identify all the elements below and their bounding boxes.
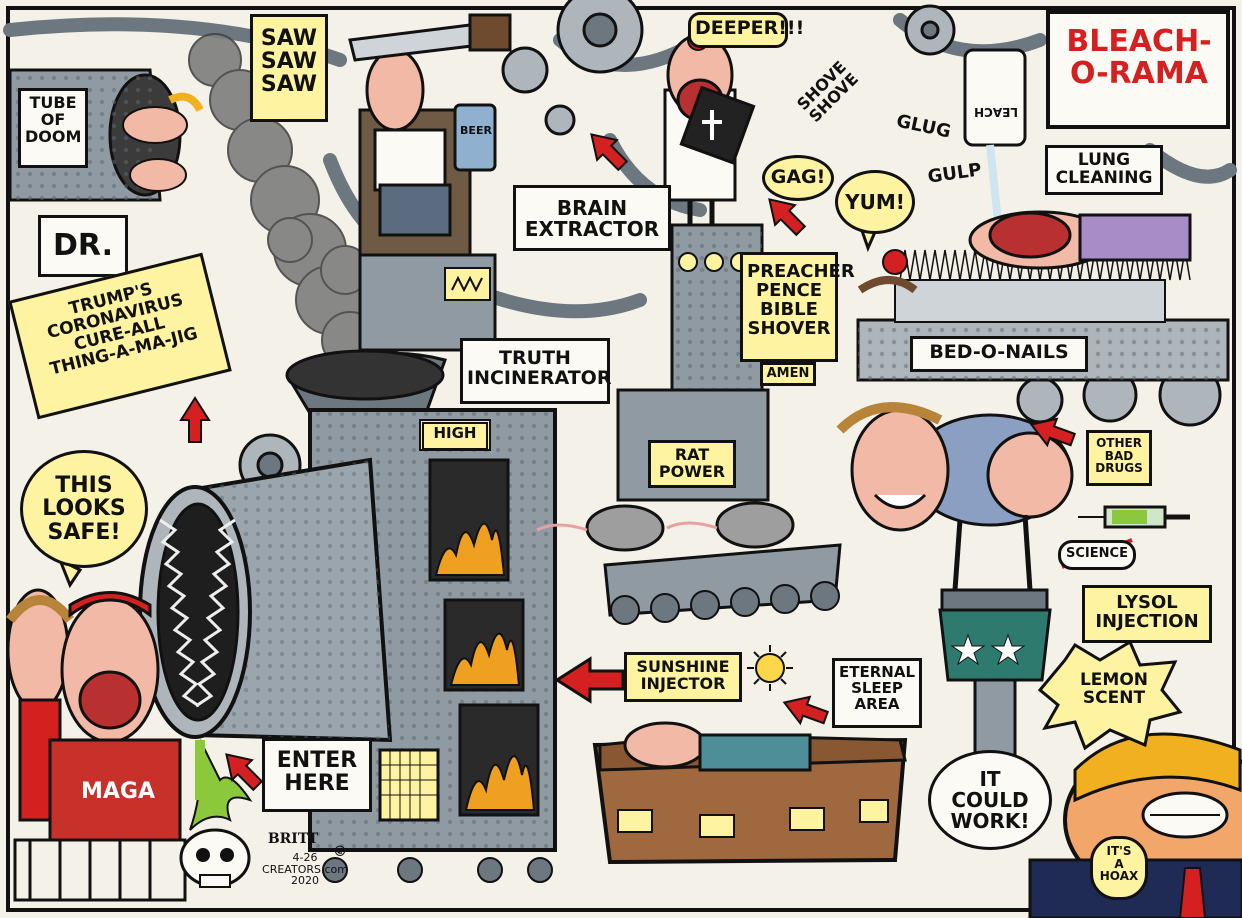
tube-of-doom-label: TUBE OF DOOM — [18, 88, 88, 168]
maga-shirt-text: MAGA — [80, 779, 155, 804]
lysol-injection-label: LYSOL INJECTION — [1082, 585, 1212, 643]
science-label: SCIENCE — [1058, 540, 1136, 570]
rat-power-label: RAT POWER — [648, 440, 736, 488]
slime-splash — [189, 739, 253, 831]
sun-icon — [747, 645, 793, 691]
bed-o-nails-label: BED-O-NAILS — [910, 336, 1088, 372]
beer-can-label: BEER — [460, 124, 492, 137]
star-icon — [950, 633, 1026, 666]
syringe-icon — [1078, 505, 1190, 529]
eternal-sleep-area-label: ETERNAL SLEEP AREA — [832, 658, 922, 728]
maga-crowd — [6, 588, 187, 902]
lemon-scent-burst — [1037, 639, 1183, 751]
lung-cleaning-label: LUNG CLEANING — [1045, 145, 1163, 195]
other-bad-drugs-label: OTHER BAD DRUGS — [1086, 430, 1152, 486]
copyright-mark: © — [333, 844, 347, 860]
coffin — [592, 721, 908, 865]
rat-icon — [536, 501, 795, 552]
flame-windows — [428, 458, 540, 817]
artist-signature: BRITT — [267, 831, 319, 847]
saw-saw-saw-label: SAW SAW SAW — [250, 14, 328, 122]
pence-figure — [663, 29, 756, 225]
high-label: HIGH — [422, 422, 488, 450]
gag-bubble: GAG! — [762, 155, 834, 201]
creators-credit: 4-26 CREATORS.com 2020 — [262, 851, 348, 888]
it-could-work-bubble: IT COULD WORK! — [928, 750, 1052, 850]
entry-cylinder — [138, 457, 393, 743]
trump-figure — [1028, 732, 1242, 918]
sunshine-injector-label: SUNSHINE INJECTOR — [624, 652, 742, 702]
this-looks-safe-bubble: THIS LOOKS SAFE! — [20, 450, 148, 568]
pedestal-figure — [836, 402, 1074, 762]
central-tower — [616, 223, 770, 502]
lemon-scent-label: LEMON SCENT — [1079, 670, 1149, 708]
enter-here-sign: ENTER HERE — [262, 738, 372, 812]
yum-bubble: YUM! — [835, 170, 915, 234]
skull-icon — [179, 828, 251, 888]
preacher-pence-label: PREACHER PENCE BIBLE SHOVER — [740, 252, 855, 362]
its-a-hoax-label: IT'S A HOAX — [1090, 836, 1148, 900]
dr-label: DR. — [38, 215, 128, 277]
saw-man — [348, 13, 512, 262]
brain-extractor-label: BRAIN EXTRACTOR — [513, 185, 671, 251]
amen-label: AMEN — [760, 362, 816, 386]
rat-treadmill — [536, 501, 842, 625]
bleach-jug-label: LEACH — [974, 105, 1018, 119]
truth-incinerator-label: TRUTH INCINERATOR — [460, 338, 611, 404]
bleach-o-rama-title: BLEACH- O-RAMA — [1060, 22, 1218, 114]
deeper-label: DEEPER!!! — [688, 12, 804, 48]
